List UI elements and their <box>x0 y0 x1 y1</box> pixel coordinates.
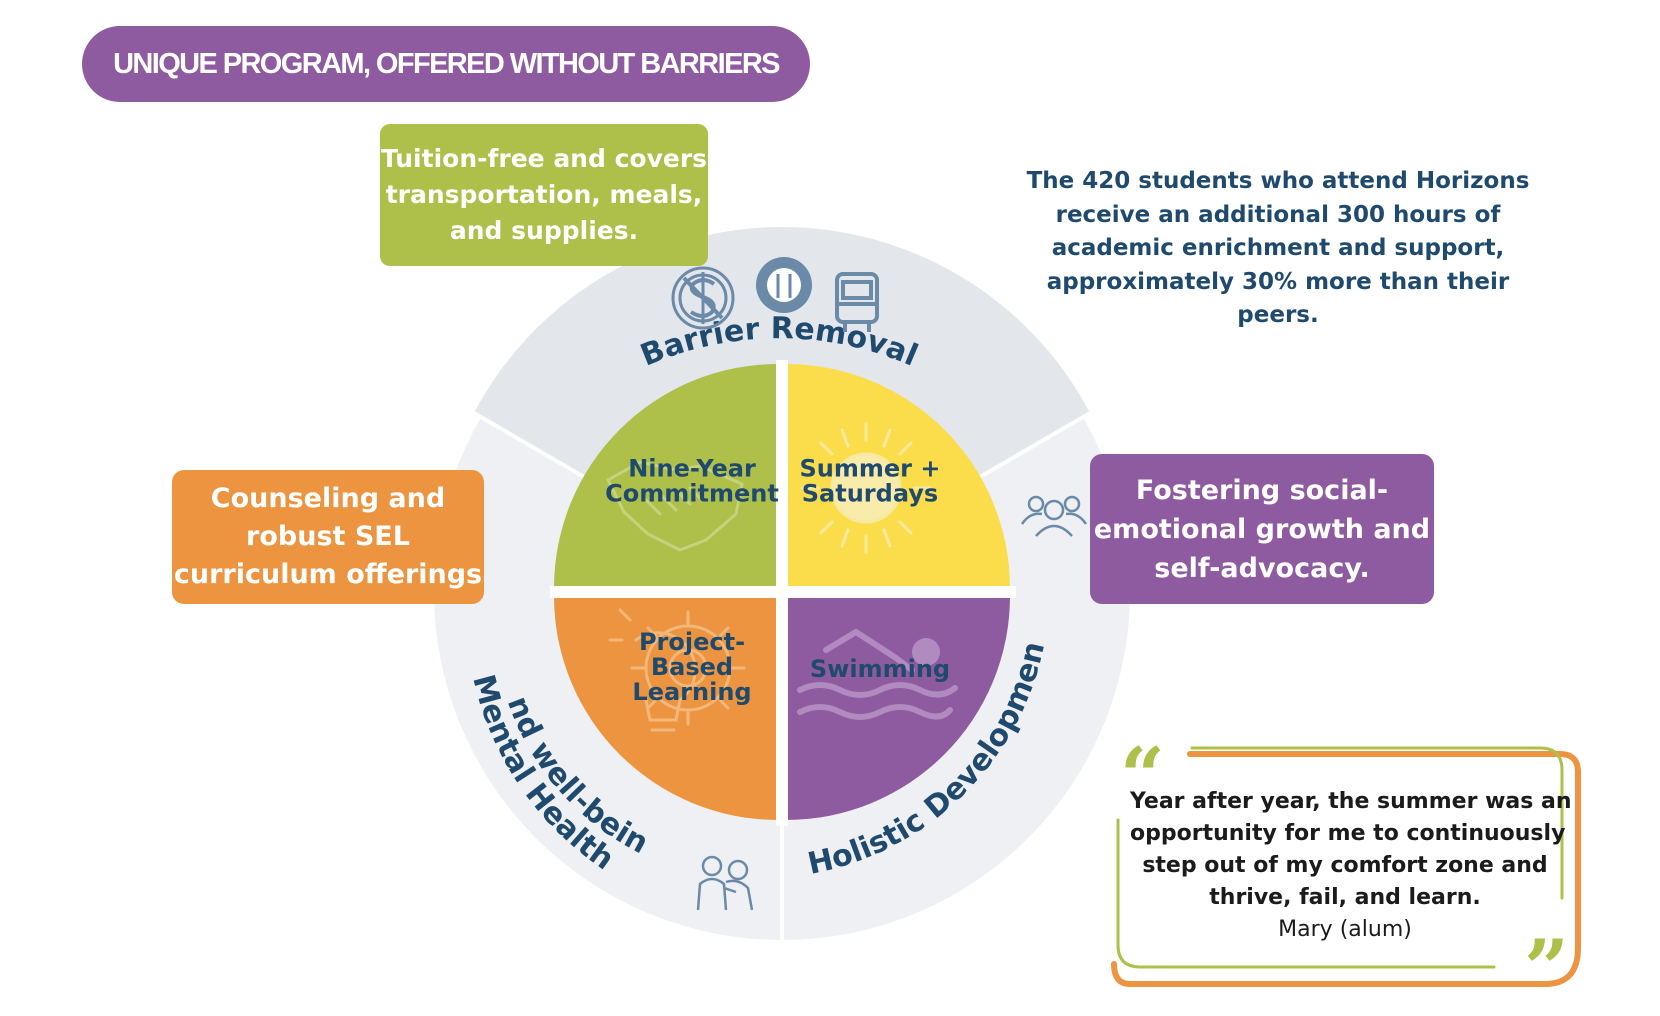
no-dollar-icon <box>671 266 735 330</box>
stat-line: The 420 students who attend Horizons <box>1026 168 1530 194</box>
quadrant-label-nine-year: Nine-Year <box>628 455 756 483</box>
stat-line: approximately 30% more than their <box>1046 268 1510 295</box>
quadrant-nine-year <box>554 364 778 588</box>
group-icon <box>1020 495 1088 537</box>
gear-lightbulb-icon <box>608 608 746 732</box>
sun-icon <box>800 422 932 554</box>
quote-border-orange <box>1111 751 1581 987</box>
quote-line: step out of my comfort zone and <box>1142 853 1548 878</box>
callout-line: Counseling and <box>210 483 446 514</box>
quote-author: Mary (alum) <box>1278 917 1412 942</box>
stat-line: academic enrichment and support, <box>1051 235 1505 261</box>
quote-border-green <box>1116 818 1496 969</box>
callout-line: transportation, meals, <box>385 180 703 209</box>
stat-line: receive an additional 300 hours of <box>1055 201 1501 228</box>
stat-paragraph: The 420 students who attend Horizons rec… <box>1008 165 1548 333</box>
callout-line: Fostering social- <box>1135 474 1389 506</box>
callout-barrier-removal: Tuition-free and covers transportation, … <box>380 124 708 266</box>
callout-holistic: Fostering social- emotional growth and s… <box>1090 454 1434 604</box>
stat-line: peers. <box>1237 302 1319 328</box>
close-quote-icon: ” <box>1524 923 1569 1014</box>
testimonial-quote: Year after year, the summer was an oppor… <box>1130 786 1572 946</box>
quadrant-project <box>554 596 778 820</box>
quote-line: opportunity for me to continuously <box>1130 821 1566 846</box>
callout-line: self-advocacy. <box>1154 552 1370 584</box>
swimmer-icon <box>797 629 958 720</box>
handshake-icon <box>606 460 744 552</box>
callout-line: and supplies. <box>449 216 639 245</box>
quadrant-label-nine-year: Commitment <box>605 480 779 508</box>
support-people-icon <box>696 855 754 911</box>
bus-icon <box>835 272 879 332</box>
quadrant-label-project: Project- <box>639 628 745 656</box>
page-title: UNIQUE PROGRAM, OFFERED WITHOUT BARRIERS <box>82 26 810 102</box>
quadrant-divider <box>550 586 1016 598</box>
callout-line: robust SEL <box>246 521 410 552</box>
quote-line: thrive, fail, and learn. <box>1209 885 1481 910</box>
quote-border-green <box>1190 746 1564 900</box>
callout-line: curriculum offerings <box>173 559 483 590</box>
quadrant-label-project: Based <box>651 653 733 681</box>
quadrant-label-summer: Saturdays <box>802 480 938 508</box>
quadrant-label-summer: Summer + <box>800 455 941 483</box>
quadrant-label-swimming: Swimming <box>810 655 950 683</box>
quote-line: Year after year, the summer was an <box>1130 789 1572 814</box>
quadrant-label-project: Learning <box>632 678 751 706</box>
meal-icon <box>756 257 812 313</box>
callout-line: Tuition-free and covers <box>380 144 708 173</box>
callout-line: emotional growth and <box>1093 513 1431 545</box>
callout-mental-health: Counseling and robust SEL curriculum off… <box>172 470 484 604</box>
open-quote-icon: “ <box>1120 731 1165 822</box>
